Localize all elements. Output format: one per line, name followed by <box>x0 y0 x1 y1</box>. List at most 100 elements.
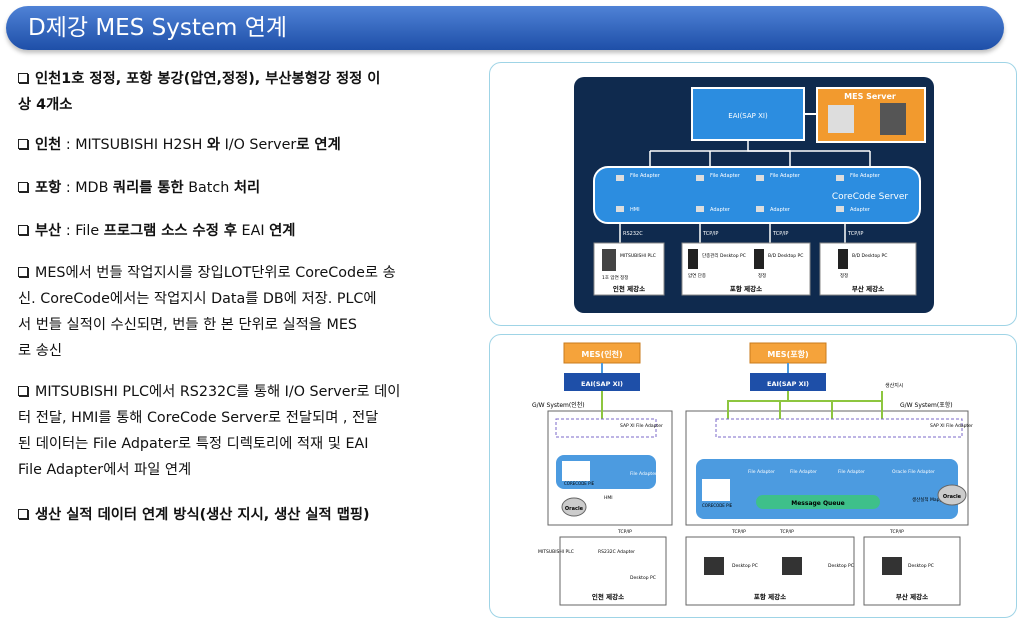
diagram-2: MES(인천) MES(포항) EAI(SAP XI) EAI(SAP XI) … <box>532 342 973 606</box>
rs232c-label: RS232C <box>623 231 643 237</box>
mapping-label: 생산실적 Mapping <box>912 496 949 503</box>
eai-label: EAI(SAP XI) <box>728 112 768 120</box>
bullet-3: 포항 : MDB 쿼리를 통한 Batch 처리 <box>18 175 474 201</box>
site-busan-box <box>863 536 961 606</box>
hmi-label: HMI <box>630 207 640 213</box>
desktop-pc-label: 단종관리 Desktop PC <box>702 252 746 259</box>
bd-pc-icon <box>754 249 764 269</box>
diagram-1-panel: EAI(SAP XI) MES Server CoreCode Server F… <box>489 62 1017 326</box>
bd-pc-label: B/D Desktop PC <box>768 253 803 259</box>
bd-pc-icon <box>838 249 848 269</box>
checkbox-bullet-icon <box>18 509 28 519</box>
file-adapter-label: File Adapter <box>838 469 865 475</box>
checkbox-bullet-icon <box>18 386 28 396</box>
checkbox-bullet-icon <box>18 139 28 149</box>
corecode-label: CORECODE PIE <box>564 481 595 486</box>
site-busan-label: 부산 제강소 <box>852 284 884 293</box>
file-adapter-label: File Adapter <box>710 173 741 179</box>
gw-pohang-label: G/W System(포항) <box>900 401 953 409</box>
mes-monitor-icon <box>828 105 854 133</box>
site-incheon-box <box>559 536 667 606</box>
sap-fa-incheon <box>555 418 657 438</box>
site-incheon-label: 인천 제강소 <box>592 592 624 601</box>
oracle-incheon-label: Oracle <box>565 506 584 512</box>
sap-fa-label: SAP XI File Adapter <box>620 423 663 429</box>
file-adapter-label: File Adapter <box>790 469 817 475</box>
hmi-icon <box>882 557 902 575</box>
desktop-pc-label: Desktop PC <box>908 563 934 569</box>
desktop-pc-label: Desktop PC <box>828 563 854 569</box>
hmi-icon <box>782 557 802 575</box>
site-busan-box <box>819 242 917 296</box>
gw-incheon-label: G/W System(인천) <box>532 401 585 409</box>
hmi-label: HMI <box>604 495 613 501</box>
tcpip-label: TCP/IP <box>889 529 904 535</box>
bullet-2: 인천 : MITSUBISHI H2SH 와 I/O Server로 연계 <box>18 132 474 158</box>
tcpip-label: TCP/IP <box>779 529 794 535</box>
bullet-4: 부산 : File 프로그램 소스 수정 후 EAI 연계 <box>18 218 474 244</box>
site-busan-label: 부산 제강소 <box>896 592 928 601</box>
eai-incheon-label: EAI(SAP XI) <box>581 380 623 388</box>
file-adapter-label: File Adapter <box>630 173 661 179</box>
plc-label: MITSUBISHI PLC <box>620 253 656 259</box>
desktop-pc-icon <box>688 249 698 269</box>
site-pohang-label: 포항 제강소 <box>730 284 762 293</box>
file-adapter-label: File Adapter <box>630 471 657 477</box>
message-queue-label: Message Queue <box>791 500 844 507</box>
eai-incheon-box <box>564 373 640 391</box>
oracle-db-icon <box>561 497 587 517</box>
desktop-pc-label: Desktop PC <box>732 563 758 569</box>
mes-incheon-label: MES(인천) <box>581 349 622 359</box>
desktop-pc-caption: 압연 단종 <box>688 272 706 279</box>
bd-pc-caption: 정정 <box>840 272 848 279</box>
mes-server-label: MES Server <box>844 92 896 101</box>
bullet-6: MITSUBISHI PLC에서 RS232C를 통해 I/O Server로 … <box>18 384 401 478</box>
file-adapter-label: File Adapter <box>770 173 801 179</box>
oracle-db-icon <box>937 484 967 506</box>
corecode-logo-icon <box>562 461 590 481</box>
tcpip-label: TCP/IP <box>772 231 788 237</box>
adapter-label: Adapter <box>850 207 871 213</box>
desktop-pc-label: Desktop PC <box>630 575 656 581</box>
plc-caption: 1호 압연 정정 <box>602 274 628 281</box>
diagram-1: EAI(SAP XI) MES Server CoreCode Server F… <box>574 77 934 313</box>
tcpip-label: TCP/IP <box>731 529 746 535</box>
file-adapter-label: File Adapter <box>748 469 775 475</box>
page-title: D제강 MES System 연계 <box>6 6 1004 50</box>
eai-pohang-label: EAI(SAP XI) <box>767 380 809 388</box>
mes-pohang-label: MES(포항) <box>767 349 808 359</box>
adapter-label: Adapter <box>710 207 731 213</box>
hmi-icon <box>704 557 724 575</box>
site-incheon-label: 인천 제강소 <box>613 284 645 293</box>
site-pohang-box <box>681 242 811 296</box>
bd-pc-label: B/D Desktop PC <box>852 253 887 259</box>
corecode-server-label: CoreCode Server <box>832 192 909 202</box>
plc-label: MITSUBISHI PLC <box>538 549 574 555</box>
checkbox-bullet-icon <box>18 267 28 277</box>
diagram-2-panel: MES(인천) MES(포항) EAI(SAP XI) EAI(SAP XI) … <box>489 334 1017 618</box>
tcpip-label: TCP/IP <box>702 231 718 237</box>
checkbox-bullet-icon <box>18 225 28 235</box>
prod-order-label: 생산지시 <box>885 382 903 389</box>
corecode-label: CORECODE PIE <box>702 503 733 508</box>
checkbox-bullet-icon <box>18 182 28 192</box>
rs232c-label: RS232C Adapter <box>598 549 635 555</box>
bullet-7: 생산 실적 데이터 연계 방식(생산 지시, 생산 실적 맵핑) <box>18 502 474 528</box>
adapter-label: Adapter <box>770 207 791 213</box>
site-pohang-label: 포항 제강소 <box>754 592 786 601</box>
sap-fa-label: SAP XI File Adapter <box>930 423 973 429</box>
oracle-pohang-label: Oracle <box>943 494 962 500</box>
eai-pohang-box <box>750 373 826 391</box>
file-adapter-label: File Adapter <box>850 173 881 179</box>
plc-icon <box>602 249 616 271</box>
message-queue <box>756 495 880 509</box>
corecode-logo-icon <box>702 479 730 501</box>
sap-fa-pohang <box>715 418 963 438</box>
mes-server-icon <box>880 103 906 135</box>
checkbox-bullet-icon <box>18 73 28 83</box>
corecode-pohang-box <box>696 459 958 519</box>
oracle-fa-label: Oracle File Adapter <box>892 469 935 475</box>
tcpip-label: TCP/IP <box>847 231 863 237</box>
